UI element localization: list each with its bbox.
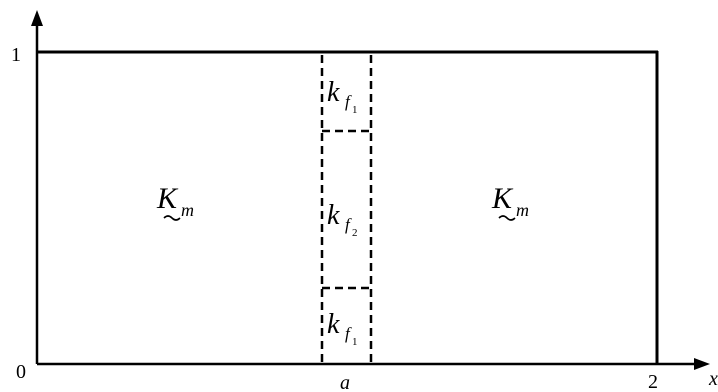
svg-text:2: 2 (352, 227, 358, 239)
svg-text:1: 1 (352, 104, 358, 116)
y-axis-arrow-icon (31, 10, 43, 26)
svg-text:K: K (156, 182, 179, 215)
x-axis-label: x (708, 368, 718, 390)
svg-text:f: f (345, 324, 352, 343)
fracture-top-label: k f 1 (327, 77, 358, 116)
tilde-icon (498, 215, 516, 221)
svg-text:m: m (516, 200, 529, 220)
y-tick-1: 1 (11, 44, 21, 66)
fracture-bottom-label: k f 1 (327, 309, 358, 348)
svg-text:k: k (327, 200, 340, 231)
svg-text:k: k (327, 77, 340, 108)
left-matrix-label: K m (156, 182, 194, 221)
svg-text:f: f (345, 92, 352, 111)
x-tick-2: 2 (648, 371, 658, 392)
origin-label: 0 (16, 361, 26, 383)
right-matrix-label: K m (491, 182, 529, 221)
fracture-strip (320, 55, 373, 364)
svg-text:m: m (181, 200, 194, 220)
x-tick-a: a (340, 372, 350, 392)
x-axis-arrow-icon (694, 358, 710, 370)
svg-text:k: k (327, 309, 340, 340)
fracture-middle-label: k f 2 (327, 200, 358, 239)
svg-text:f: f (345, 215, 352, 234)
tilde-icon (163, 215, 181, 221)
svg-text:K: K (491, 182, 514, 215)
svg-text:1: 1 (352, 336, 358, 348)
